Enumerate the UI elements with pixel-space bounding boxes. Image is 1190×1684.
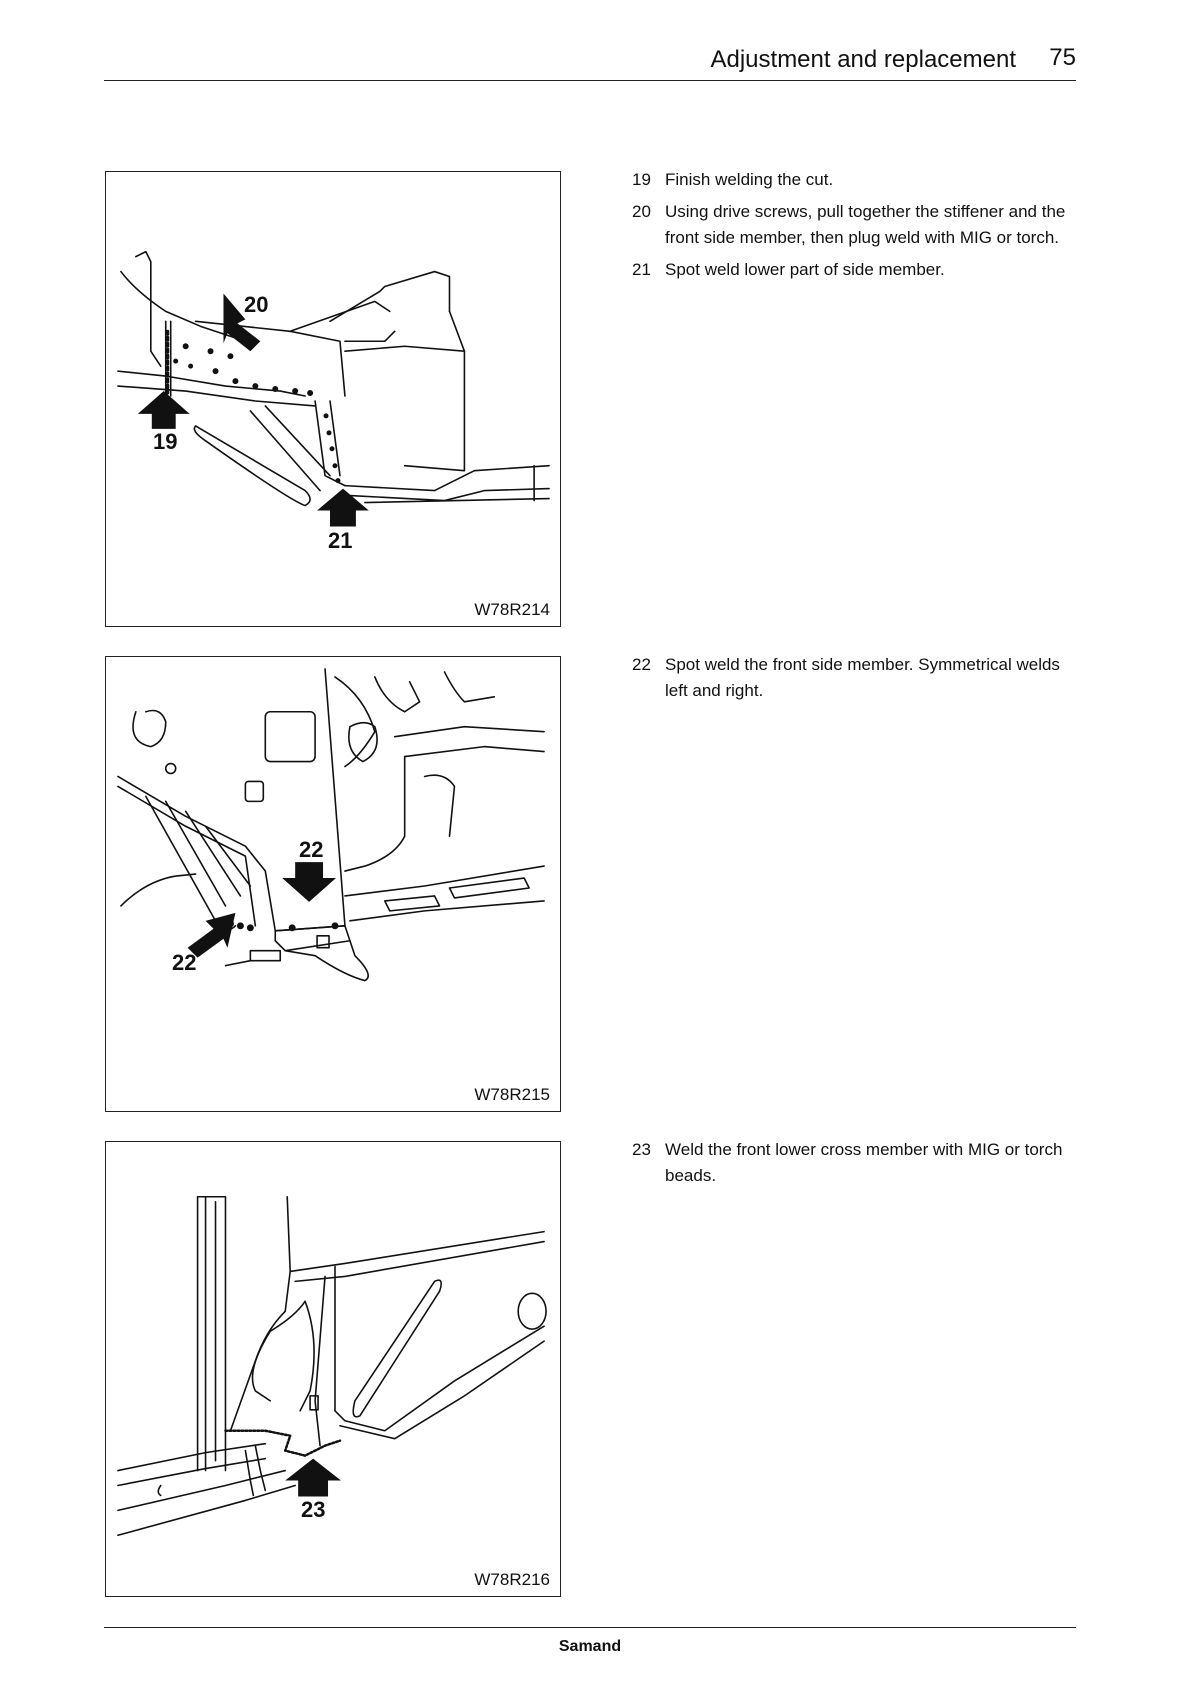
step-text: Spot weld the front side member. Symmetr… (665, 655, 1060, 700)
illustration-front-side-member (117, 668, 545, 982)
illustration-front-lower-cross-member (117, 1195, 547, 1537)
figure-code: W78R215 (474, 1085, 550, 1104)
arrow-19 (137, 391, 190, 429)
step-number: 19 (632, 170, 651, 189)
step-22: 22 Spot weld the front side member. Symm… (632, 652, 1077, 704)
steps-group-2: 22 Spot weld the front side member. Symm… (632, 652, 1077, 710)
step-text: Spot weld lower part of side member. (665, 260, 945, 279)
step-20: 20 Using drive screws, pull together the… (632, 199, 1077, 251)
page-header: Adjustment and replacement 75 (104, 40, 1076, 81)
step-21: 21 Spot weld lower part of side member. (632, 257, 1077, 283)
step-19: 19 Finish welding the cut. (632, 167, 1077, 193)
footer-brand: Samand (558, 1638, 622, 1655)
arrow-22-side (187, 912, 236, 958)
arrow-22-top (282, 862, 336, 902)
callout-21: 21 (328, 528, 353, 553)
step-text: Finish welding the cut. (665, 170, 834, 189)
steps-group-1: 19 Finish welding the cut. 20 Using driv… (632, 167, 1077, 289)
page-footer: Samand (104, 1627, 1076, 1655)
callout-19: 19 (153, 429, 178, 454)
step-23: 23 Weld the front lower cross member wit… (632, 1137, 1077, 1189)
figure-code: W78R216 (474, 1570, 550, 1589)
figure-code: W78R214 (474, 600, 550, 619)
arrow-20 (223, 293, 261, 352)
illustration-side-member-stiffener (117, 250, 550, 527)
page-number: 75 (1049, 44, 1076, 71)
step-text: Weld the front lower cross member with M… (665, 1140, 1063, 1185)
step-number: 20 (632, 202, 651, 221)
page-title: Adjustment and replacement (710, 46, 1016, 73)
steps-group-3: 23 Weld the front lower cross member wit… (632, 1137, 1077, 1195)
figure-w78r214: 20 19 21 W78R214 (105, 171, 561, 627)
step-number: 22 (632, 655, 651, 674)
arrow-21 (317, 488, 369, 527)
callout-22-top: 22 (299, 837, 324, 862)
callout-20: 20 (244, 292, 269, 317)
figure-w78r215: 22 22 W78R215 (105, 656, 561, 1112)
step-number: 23 (632, 1140, 651, 1159)
step-text: Using drive screws, pull together the st… (665, 202, 1066, 247)
step-number: 21 (632, 260, 651, 279)
arrow-23 (285, 1458, 341, 1497)
callout-23: 23 (301, 1497, 326, 1522)
callout-22-side: 22 (172, 950, 197, 975)
figure-w78r216: 23 W78R216 (105, 1141, 561, 1597)
